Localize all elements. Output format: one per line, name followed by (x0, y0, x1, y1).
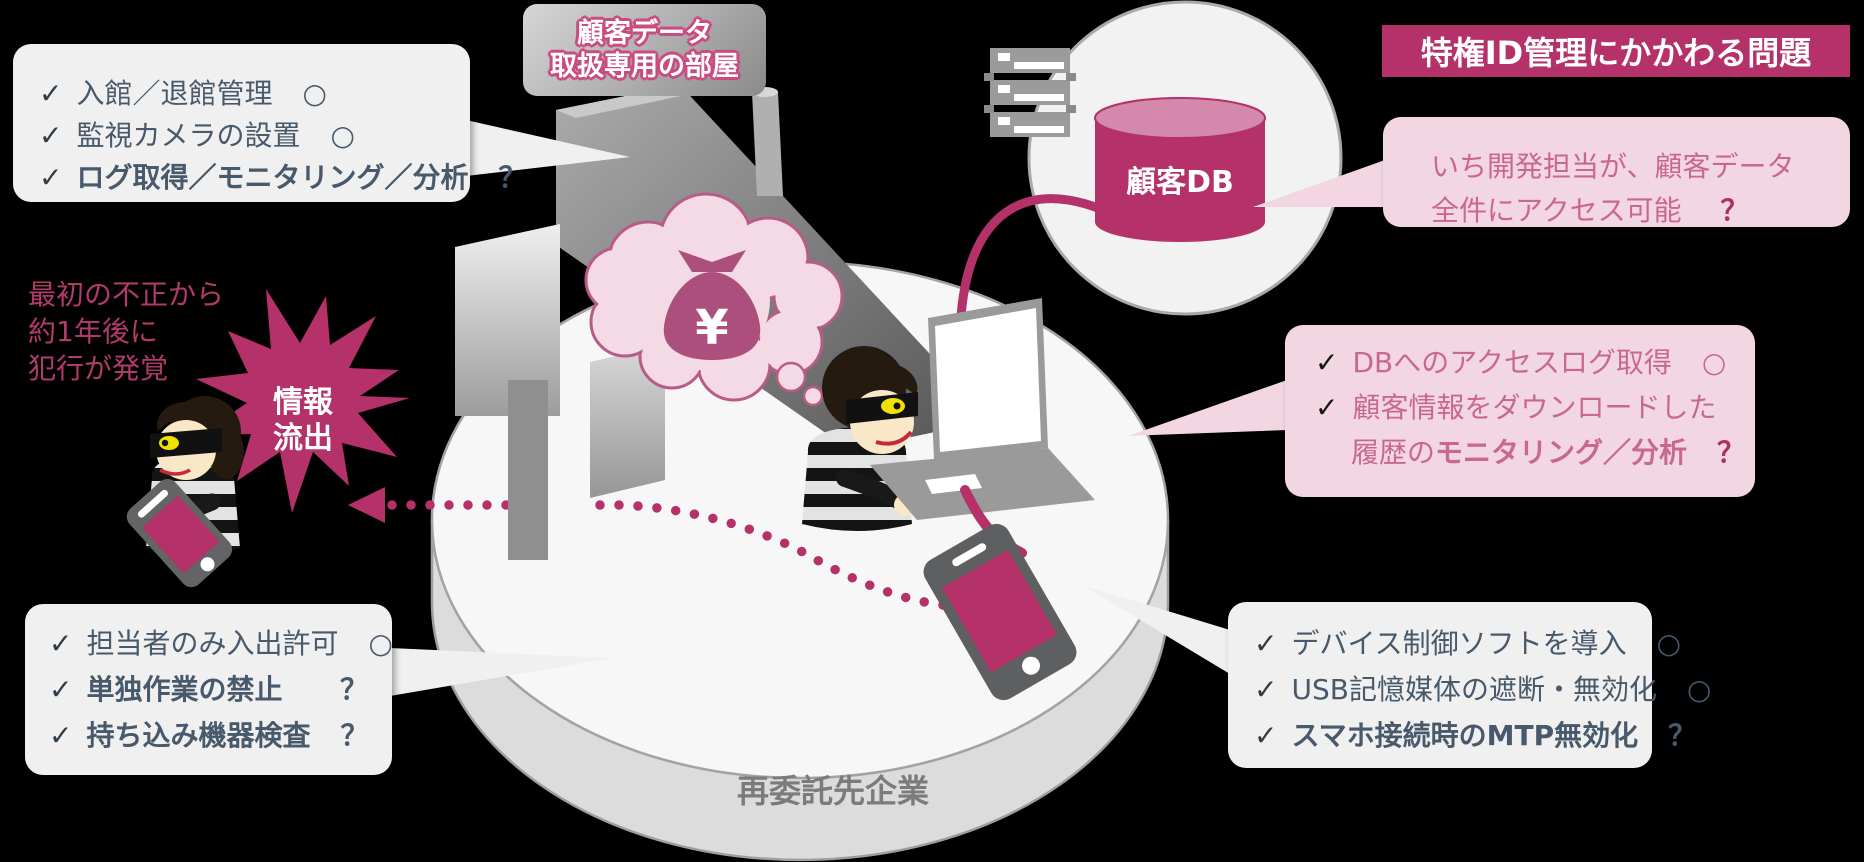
check-icon: ✓ (1254, 673, 1278, 706)
checklist-item: ✓ 顧客情報をダウンロードした (1315, 394, 1731, 422)
incident-note-line1: 最初の不正から (28, 278, 225, 311)
checklist-item: ✓ デバイス制御ソフトを導入 ○ (1254, 627, 1681, 660)
incident-note-line3: 犯行が発覚 (28, 352, 169, 385)
item-label: 入館／退館管理 (76, 77, 273, 110)
callout-entry-controls: ✓ 担当者のみ入出許可 ○ ✓ 単独作業の禁止 ？ ✓ 持ち込み機器検査 ？ (25, 604, 393, 775)
status-mark: ？ (339, 673, 368, 706)
check-icon: ✓ (49, 719, 73, 752)
arrow-left-icon (348, 487, 385, 523)
title-text: 特権ID管理にかかわる問題 (1420, 34, 1812, 72)
checklist-item: ✓ 担当者のみ入出許可 ○ (49, 627, 393, 660)
checklist-item: ✓ スマホ接続時のMTP無効化 ？ (1254, 719, 1696, 752)
check-icon: ✓ (1315, 391, 1339, 424)
item-label: 持ち込み機器検査 (86, 719, 311, 752)
leak-label-line1: 情報 (273, 385, 333, 420)
incident-note: 最初の不正から 約1年後に 犯行が発覚 (28, 276, 224, 387)
checklist-item: ✓ 持ち込み機器検査 ？ (49, 719, 369, 752)
item-label-prefix: 履歴の (1351, 436, 1436, 469)
status-mark: ○ (302, 77, 327, 110)
check-icon: ✓ (1254, 719, 1278, 752)
status-mark: ○ (330, 119, 355, 152)
item-label-bold: モニタリング／分析 (1435, 436, 1688, 469)
check-icon: ✓ (39, 119, 63, 152)
laptop-icon (870, 298, 1095, 520)
item-label: 顧客情報をダウンロードした (1352, 391, 1717, 424)
incident-note-line2: 約1年後に (28, 315, 158, 348)
server-icon (984, 48, 1076, 137)
database-cylinder (1094, 97, 1266, 242)
check-icon: ✓ (39, 161, 63, 194)
check-icon: ✓ (39, 77, 63, 110)
room-sign: 顧客データ 取扱専用の部屋 (523, 4, 766, 96)
leak-label-line2: 流出 (273, 421, 333, 456)
checklist-item: ✓ 入館／退館管理 ○ (39, 80, 444, 108)
item-label: 監視カメラの設置 (76, 119, 301, 152)
leak-starburst (196, 289, 410, 513)
item-label: 担当者のみ入出許可 (86, 627, 339, 660)
money-bag-icon (663, 250, 761, 360)
checklist-item: ✓ USB記憶媒体の遮断・無効化 ○ (1254, 673, 1711, 706)
platform-label: 再委託先企業 (736, 772, 929, 810)
checklist-item: ✓ 監視カメラの設置 ○ (39, 122, 444, 150)
db-label: 顧客DB (1126, 165, 1234, 200)
sign-line1: 顧客データ (577, 18, 712, 49)
item-label: DBへのアクセスログ取得 (1352, 346, 1672, 379)
check-icon: ✓ (1315, 346, 1339, 379)
data-leak-path (387, 500, 957, 611)
callout-db-access: ✓ DBへのアクセスログ取得 ○ ✓ 顧客情報をダウンロードした 履歴の モニタ… (1285, 325, 1755, 497)
sign-pole (752, 87, 783, 196)
item-label: 単独作業の禁止 (86, 673, 283, 706)
status-mark: ○ (1686, 673, 1712, 706)
checklist-item: ✓ DBへのアクセスログ取得 ○ (1315, 349, 1731, 377)
status-mark: ？ (1717, 436, 1746, 469)
status-mark: ？ (340, 719, 369, 752)
leak-label: 情報 流出 (233, 385, 373, 457)
privileged-line2-text: 全件にアクセス可能 (1431, 194, 1682, 227)
checklist-item: ✓ 単独作業の禁止 ？ (49, 676, 368, 704)
check-icon: ✓ (49, 673, 73, 706)
callout-privileged-access: いち開発担当が、顧客データ 全件にアクセス可能 ？ (1383, 117, 1850, 227)
spy-with-phone (126, 396, 244, 588)
item-label: USB記憶媒体の遮断・無効化 (1291, 673, 1657, 706)
item-label: ログ取得／モニタリング／分析 (76, 161, 469, 194)
item-label: デバイス制御ソフトを導入 (1291, 627, 1627, 660)
sign-line2: 取扱専用の部屋 (550, 51, 739, 82)
privileged-line1: いち開発担当が、顧客データ (1431, 150, 1795, 183)
callout-room-controls: ✓ 入館／退館管理 ○ ✓ 監視カメラの設置 ○ ✓ ログ取得／モニタリング／分… (13, 44, 527, 202)
check-icon: ✓ (1254, 627, 1278, 660)
check-icon: ✓ (49, 627, 73, 660)
status-mark: ○ (1656, 627, 1682, 660)
checklist-item: 履歴の モニタリング／分析 ？ (1315, 436, 1745, 469)
status-mark: ○ (1701, 346, 1727, 379)
wall-door-post (508, 380, 548, 560)
item-label: スマホ接続時のMTP無効化 (1291, 719, 1639, 752)
title-banner: 特権ID管理にかかわる問題 (1382, 25, 1850, 77)
thief-at-laptop (802, 346, 918, 531)
checklist-item: ✓ ログ取得／モニタリング／分析 ？ (39, 161, 527, 194)
callout-tails (390, 120, 1385, 696)
smartphone-icon (923, 523, 1077, 701)
yen-symbol: ¥ (695, 300, 729, 356)
callout-device-controls: ✓ デバイス制御ソフトを導入 ○ ✓ USB記憶媒体の遮断・無効化 ○ ✓ スマ… (1228, 602, 1711, 768)
spy-phone-icon (126, 478, 233, 588)
status-mark: ○ (368, 627, 393, 660)
privileged-line2: 全件にアクセス可能 ？ (1431, 189, 1830, 233)
status-mark: ？ (498, 161, 527, 194)
thought-bubble (584, 192, 844, 407)
status-mark: ？ (1720, 194, 1749, 227)
status-mark: ？ (1668, 719, 1697, 752)
